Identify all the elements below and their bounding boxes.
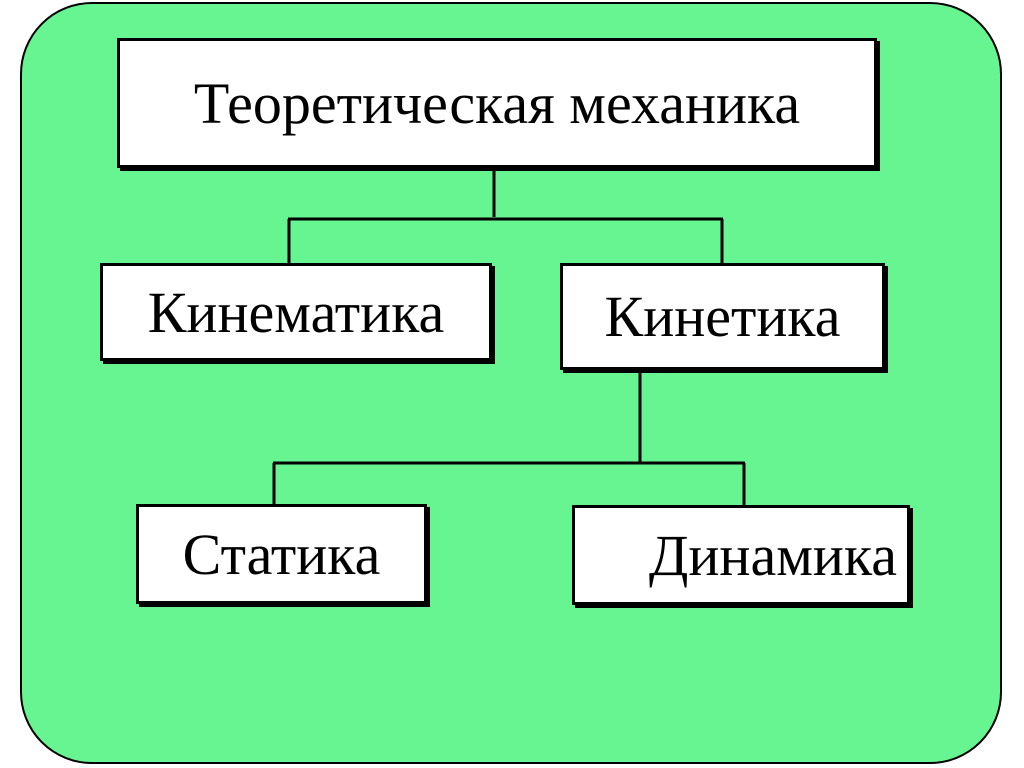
node-theoretical-mechanics: Теоретическая механика — [117, 38, 877, 168]
node-dynamics: Динамика — [572, 505, 910, 605]
node-kinematics: Кинематика — [100, 263, 492, 361]
node-statics: Статика — [136, 504, 427, 604]
node-label: Статика — [182, 521, 381, 587]
node-label: Динамика — [648, 522, 897, 588]
node-label: Теоретическая механика — [193, 70, 801, 136]
node-kinetics: Кинетика — [560, 263, 885, 370]
node-label: Кинетика — [604, 284, 841, 349]
node-label: Кинематика — [147, 279, 445, 345]
